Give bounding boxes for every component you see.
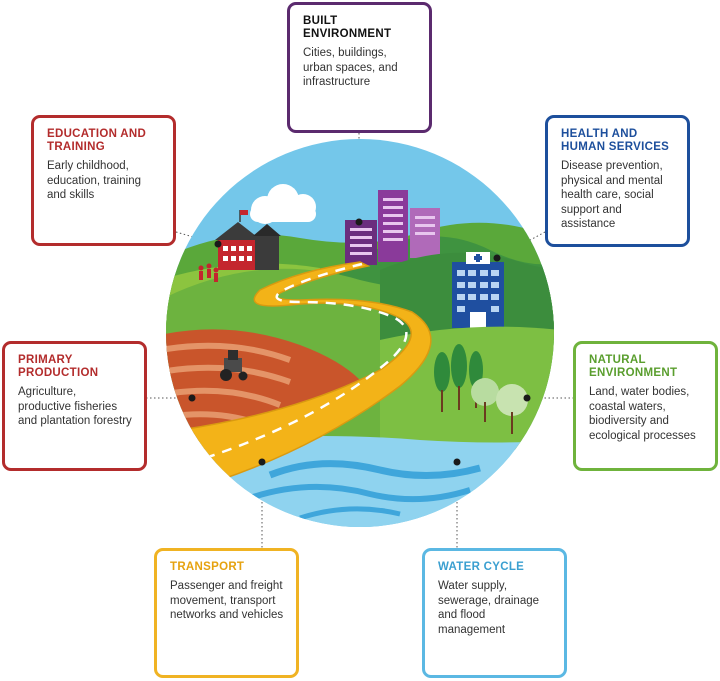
card-water-cycle: WATER CYCLE Water supply, sewerage, drai… bbox=[422, 548, 567, 678]
card-primary-production: PRIMARY PRODUCTION Agriculture, producti… bbox=[2, 341, 147, 471]
city-towers-icon bbox=[345, 190, 440, 265]
card-title: HEALTH AND HUMAN SERVICES bbox=[561, 128, 670, 153]
card-built-environment: BUILT ENVIRONMENT Cities, buildings, urb… bbox=[287, 2, 432, 133]
card-title: WATER CYCLE bbox=[438, 561, 525, 573]
card-description: Disease prevention, physical and mental … bbox=[561, 160, 663, 230]
card-description: Passenger and freight movement, transpor… bbox=[170, 580, 284, 621]
card-description: Early childhood, education, training and… bbox=[47, 160, 141, 201]
card-title: TRANSPORT bbox=[170, 561, 245, 573]
card-education-and-training: EDUCATION AND TRAINING Early childhood, … bbox=[31, 115, 176, 246]
globe-scene bbox=[166, 139, 554, 527]
card-description: Agriculture, productive fisheries and pl… bbox=[18, 386, 132, 427]
card-description: Land, water bodies, coastal waters, biod… bbox=[589, 386, 696, 442]
card-transport: TRANSPORT Passenger and freight movement… bbox=[154, 548, 299, 678]
card-description: Water supply, sewerage, drainage and flo… bbox=[438, 580, 540, 636]
card-natural-environment: NATURAL ENVIRONMENT Land, water bodies, … bbox=[573, 341, 718, 471]
card-title: EDUCATION AND TRAINING bbox=[47, 128, 147, 153]
card-health-and-human-services: HEALTH AND HUMAN SERVICES Disease preven… bbox=[545, 115, 690, 247]
tractor-icon bbox=[220, 350, 248, 381]
card-title: PRIMARY PRODUCTION bbox=[18, 354, 99, 379]
cloud bbox=[250, 184, 316, 224]
card-title: NATURAL ENVIRONMENT bbox=[589, 354, 678, 379]
road bbox=[178, 261, 432, 489]
card-title: BUILT ENVIRONMENT bbox=[303, 15, 392, 40]
hospital-icon bbox=[452, 252, 504, 328]
trees bbox=[434, 344, 528, 434]
card-description: Cities, buildings, urban spaces, and inf… bbox=[303, 47, 398, 88]
school-icon bbox=[198, 210, 281, 282]
anchor-dots bbox=[188, 218, 531, 466]
